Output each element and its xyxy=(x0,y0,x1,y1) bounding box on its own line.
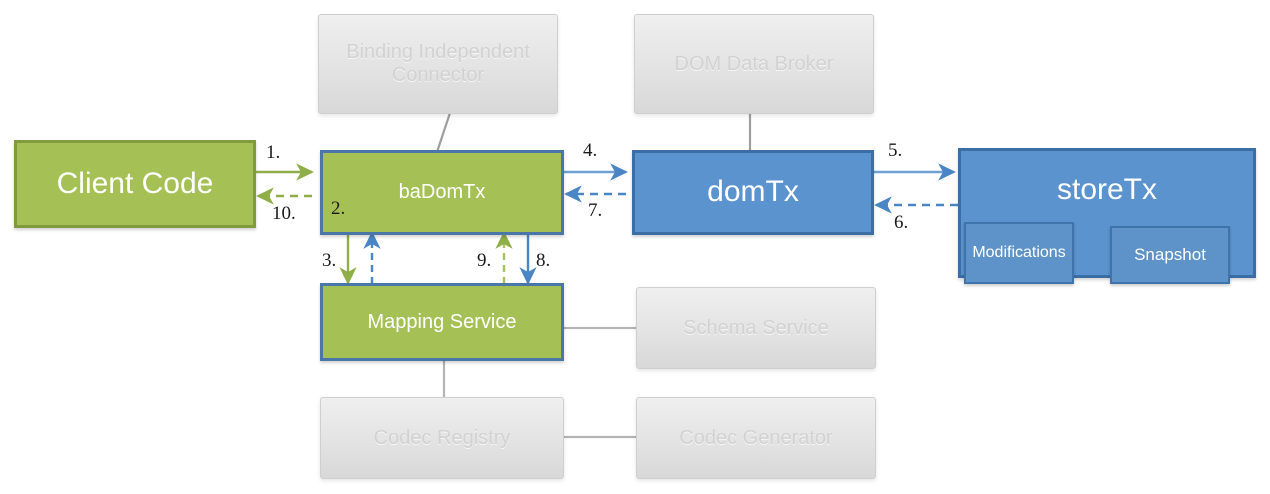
node-binding-independent-connector[interactable]: Binding Independent Connector xyxy=(318,14,558,114)
node-schema-service[interactable]: Schema Service xyxy=(636,287,876,369)
node-label: Mapping Service xyxy=(367,310,517,333)
node-badomtx[interactable]: baDomTx xyxy=(320,150,564,235)
node-label: storeTx xyxy=(1056,173,1158,206)
node-dom-data-broker[interactable]: DOM Data Broker xyxy=(634,14,874,114)
node-label: Codec Generator xyxy=(679,426,833,449)
node-label: Modifications xyxy=(972,243,1066,261)
step-label-4: 4. xyxy=(583,140,598,161)
step-label-5: 5. xyxy=(888,140,903,161)
step-label-3: 3. xyxy=(322,250,337,271)
node-label: Snapshot xyxy=(1134,245,1206,265)
node-codec-generator[interactable]: Codec Generator xyxy=(636,397,876,479)
node-modifications[interactable]: Modifications xyxy=(964,222,1074,284)
step-label-9: 9. xyxy=(477,250,492,271)
step-label-8: 8. xyxy=(536,250,551,271)
node-label: Binding Independent Connector xyxy=(346,41,530,86)
node-label: domTx xyxy=(707,175,799,209)
node-client-code[interactable]: Client Code xyxy=(14,140,256,228)
node-codec-registry[interactable]: Codec Registry xyxy=(320,397,564,479)
step-label-6: 6. xyxy=(894,212,909,233)
step-label-10: 10. xyxy=(272,203,296,224)
step-label-7: 7. xyxy=(588,200,603,221)
node-domtx[interactable]: domTx xyxy=(632,150,874,235)
node-label: DOM Data Broker xyxy=(674,52,834,75)
node-label: Client Code xyxy=(56,166,214,200)
step-label-1: 1. xyxy=(266,142,281,163)
node-snapshot[interactable]: Snapshot xyxy=(1110,226,1230,284)
node-label: Codec Registry xyxy=(373,426,511,449)
step-label-2: 2. xyxy=(331,198,346,219)
node-label: Schema Service xyxy=(683,316,829,339)
node-label: baDomTx xyxy=(398,181,486,203)
connector-bic-to-badomtx xyxy=(435,112,452,153)
node-mapping-service[interactable]: Mapping Service xyxy=(320,283,564,361)
